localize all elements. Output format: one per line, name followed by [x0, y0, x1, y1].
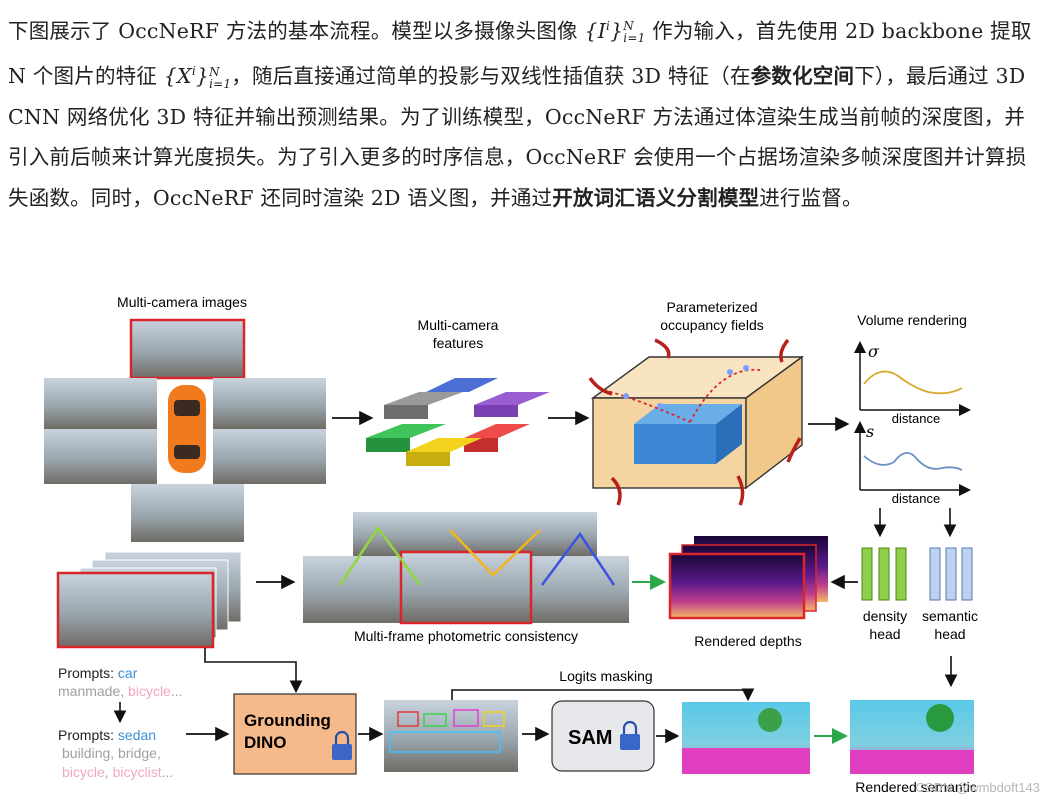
- grounding-dino-label-2: DINO: [244, 733, 287, 752]
- bold-open-vocab-model: 开放词汇语义分割模型: [552, 186, 760, 211]
- sam-box: [551, 700, 655, 772]
- label-rendered-depths: Rendered depths: [694, 633, 801, 649]
- para-text: ，随后直接通过简单的投影与双线性插值获 3D 特征（在: [231, 64, 751, 89]
- label-distance-1: distance: [892, 411, 940, 426]
- density-plot: [854, 341, 971, 416]
- prompts-line-4: building, bridge,: [62, 745, 161, 761]
- rotation-arrows: [588, 338, 802, 506]
- rendered-semantic-image: [850, 700, 974, 774]
- photometric-panel: [303, 512, 629, 625]
- label-photometric: Multi-frame photometric consistency: [354, 628, 578, 644]
- para-text: 进行监督。: [759, 186, 863, 211]
- label-distance-2: distance: [892, 491, 940, 506]
- bold-param-space: 参数化空间: [750, 64, 855, 89]
- camera-image-front: [129, 318, 246, 380]
- camera-image-back-right: [213, 429, 326, 484]
- semantic-head-bars: [929, 547, 973, 601]
- prompts-line-1: Prompts: car: [58, 665, 138, 681]
- grounding-dino-label-1: Grounding: [244, 711, 331, 730]
- label-density-head-1: density: [863, 608, 907, 624]
- sigma-symbol: σ: [868, 342, 880, 361]
- ego-car-icon: [168, 385, 206, 473]
- lock-icon: [332, 730, 352, 760]
- density-head-bars: [861, 547, 907, 601]
- label-multi-camera-images: Multi-camera images: [117, 294, 247, 310]
- para-text: 下图展示了 OccNeRF 方法的基本流程。模型以多摄像头图像: [8, 18, 585, 43]
- grounding-dino-box: [233, 693, 357, 775]
- camera-image-front-right: [213, 378, 326, 429]
- label-param-line1: Parameterized: [666, 299, 757, 315]
- para-text: 下），最后通过 3D CNN 网络优化 3D 特征并输出预测结果。为了训练模型，…: [8, 64, 1027, 211]
- label-volume-rendering: Volume rendering: [857, 312, 967, 328]
- semantic-plot: [854, 421, 971, 496]
- rendered-depths-stack: [668, 536, 828, 620]
- label-features-line1: Multi-camera: [418, 317, 499, 333]
- sam-label: SAM: [568, 727, 612, 749]
- feature-blocks: [366, 378, 550, 466]
- label-semantic-head-2: head: [934, 626, 965, 642]
- s-symbol: s: [866, 422, 874, 441]
- sam-segmentation-image: [682, 702, 810, 774]
- camera-image-front-left: [44, 378, 157, 429]
- label-param-line2: occupancy fields: [660, 317, 764, 333]
- multi-frame-stack: [56, 551, 242, 649]
- detection-result-image: [384, 700, 518, 772]
- para-text: 作为输入，首先使用 2D backbone 提取 N 个图片的特征: [8, 18, 1032, 89]
- label-density-head-2: head: [869, 626, 900, 642]
- label-rendered-semantic: Rendered semantic: [855, 779, 976, 795]
- prompts-line-2: manmade, bicycle...: [58, 683, 183, 699]
- camera-image-back: [131, 484, 244, 542]
- camera-image-back-left: [44, 429, 157, 484]
- prompts-line-3: Prompts: sedan: [58, 727, 156, 743]
- occupancy-box: [590, 355, 805, 490]
- prompts-line-5: bicycle, bicyclist...: [62, 764, 173, 780]
- label-semantic-head-1: semantic: [922, 608, 978, 624]
- label-logits-masking: Logits masking: [559, 668, 652, 684]
- watermark: CSDN @wmbdoft143: [916, 780, 1040, 795]
- label-features-line2: features: [433, 335, 484, 351]
- lock-icon: [620, 720, 640, 750]
